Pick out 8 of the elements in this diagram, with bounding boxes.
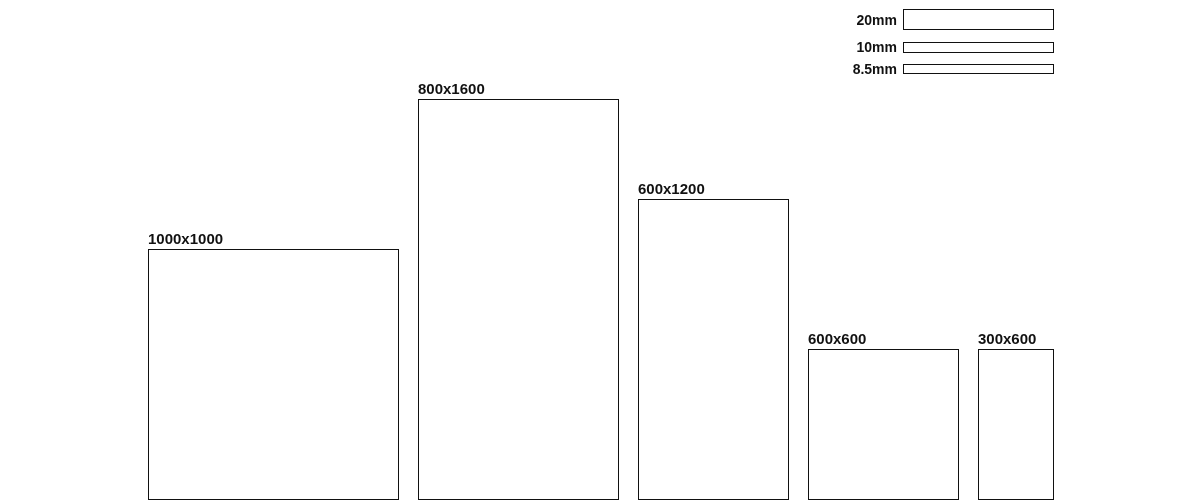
size-label: 800x1600 [418, 80, 485, 97]
size-label: 300x600 [978, 330, 1037, 347]
size-label: 1000x1000 [148, 230, 224, 247]
thickness-label: 8.5mm [851, 61, 897, 77]
thickness-label: 10mm [855, 39, 897, 55]
thickness-label: 20mm [855, 11, 897, 28]
size-label: 600x600 [808, 330, 867, 347]
size-label: 600x1200 [638, 180, 705, 197]
